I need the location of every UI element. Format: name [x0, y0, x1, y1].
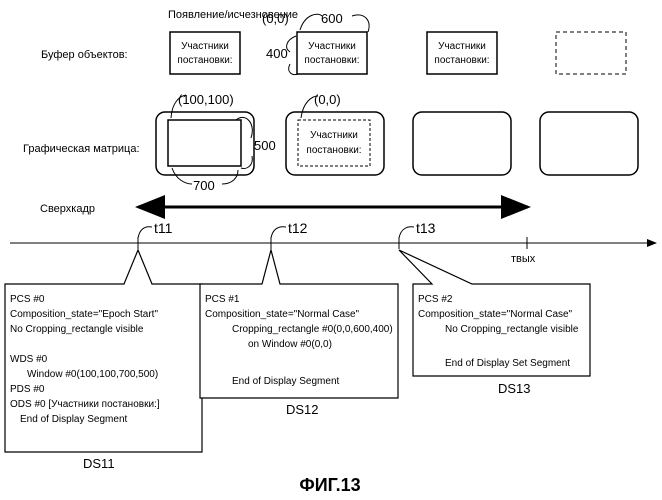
ds11-line-5: Window #0(100,100,700,500) [27, 369, 158, 380]
box3-line1: Участники [438, 41, 486, 52]
ds11-line-4: WDS #0 [10, 354, 48, 365]
ds12-caption: DS12 [286, 402, 319, 417]
ds12-line-1: Composition_state="Normal Case" [205, 309, 360, 320]
buffer-width-label: 600 [321, 11, 343, 26]
object-buffer-box-3: Участники постановки: [427, 32, 497, 74]
ds13-line-0: PCS #2 [418, 294, 453, 305]
ds11-callout: PCS #0 Composition_state="Epoch Start" N… [5, 250, 202, 471]
box3-line2: постановки: [434, 55, 489, 66]
ds12-line-3: on Window #0(0,0) [248, 339, 332, 350]
ds12-callout: PCS #1 Composition_state="Normal Case" C… [200, 250, 398, 417]
ds11-line-6: PDS #0 [10, 384, 45, 395]
graphics-plane-1: (100,100) 500 700 [156, 92, 276, 193]
figure-caption: ФИГ.13 [299, 475, 360, 495]
window-width-label: 700 [193, 178, 215, 193]
t12-label: t12 [288, 220, 308, 236]
ds11-line-2: No Cropping_rectangle visible [10, 324, 144, 335]
buffer-origin-label: (0,0) [262, 11, 289, 26]
ds11-line-0: PCS #0 [10, 294, 45, 305]
ds13-line-4: End of Display Set Segment [445, 358, 570, 369]
t13-label: t13 [416, 220, 436, 236]
ds12-line-5: End of Display Segment [232, 376, 340, 387]
box1-line2: постановки: [177, 55, 232, 66]
object-buffer-box-1: Участники постановки: [170, 32, 240, 74]
crop-origin-label: (0,0) [314, 92, 341, 107]
graphics-plane-4 [540, 112, 638, 175]
graphics-plane-2: Участники постановки: (0,0) [286, 92, 384, 175]
ds13-callout: PCS #2 Composition_state="Normal Case" N… [399, 250, 590, 396]
ds12-line-0: PCS #1 [205, 294, 240, 305]
object-buffer-label: Буфер объектов: [41, 49, 128, 61]
ds11-line-1: Composition_state="Epoch Start" [10, 309, 158, 320]
superframe-label: Сверхкадр [40, 203, 95, 215]
ds11-line-7: ODS #0 [Участники постановки:] [10, 399, 160, 410]
ds13-line-1: Composition_state="Normal Case" [418, 309, 573, 320]
buffer-height-label: 400 [266, 46, 288, 61]
box1-line1: Участники [181, 41, 229, 52]
graphics-plane-3 [413, 112, 511, 175]
ds13-caption: DS13 [498, 381, 531, 396]
box2-line2: постановки: [304, 55, 359, 66]
ds11-caption: DS11 [83, 456, 115, 471]
plane2-line1: Участники [310, 130, 358, 141]
t11-label: t11 [154, 220, 173, 236]
graphics-plane-label: Графическая матрица: [23, 143, 140, 155]
box2-line1: Участники [308, 41, 356, 52]
ds11-line-8: End of Display Segment [20, 414, 128, 425]
plane2-line2: постановки: [306, 145, 361, 156]
window-height-label: 500 [254, 138, 276, 153]
window-origin-label: (100,100) [178, 92, 234, 107]
object-buffer-box-4-empty [556, 32, 626, 74]
ds13-line-2: No Cropping_rectangle visible [445, 324, 579, 335]
ds12-line-2: Cropping_rectangle #0(0,0,600,400) [232, 324, 393, 335]
object-buffer-box-2: Участники постановки: (0,0) 600 400 [262, 11, 369, 75]
tout-label: твых [511, 253, 536, 265]
